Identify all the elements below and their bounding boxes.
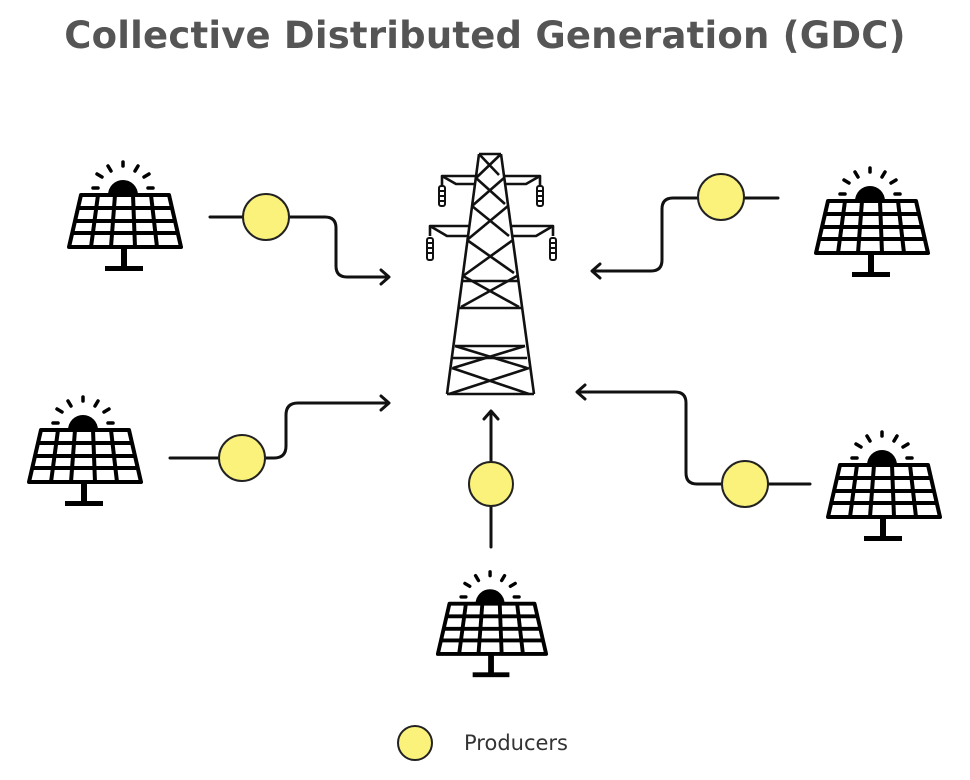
arrow-head-icon bbox=[575, 383, 587, 401]
producer-node-mid-right bbox=[721, 460, 769, 508]
solar-panel-icon bbox=[67, 160, 183, 272]
arrow-head-icon bbox=[482, 409, 500, 421]
solar-panel-icon bbox=[814, 166, 930, 278]
legend-label-producers: Producers bbox=[464, 731, 568, 755]
solar-panel-icon bbox=[27, 395, 143, 507]
flow-line-mid-right bbox=[576, 390, 812, 486]
diagram-title: Collective Distributed Generation (GDC) bbox=[64, 14, 906, 57]
producer-node-top-right bbox=[697, 173, 745, 221]
flow-line-mid-left bbox=[168, 401, 390, 460]
arrow-head-icon bbox=[379, 394, 391, 412]
legend-producer-symbol bbox=[397, 725, 433, 761]
solar-panel-icon bbox=[435, 569, 549, 680]
flow-line-top-left bbox=[208, 215, 390, 279]
solar-panel-icon bbox=[826, 430, 942, 542]
transmission-tower-icon bbox=[428, 152, 555, 396]
flow-line-top-right bbox=[591, 196, 780, 273]
arrow-head-icon bbox=[590, 262, 602, 280]
producer-node-bottom bbox=[468, 461, 514, 507]
producer-node-top-left bbox=[242, 193, 290, 241]
arrow-head-icon bbox=[379, 268, 391, 286]
producer-node-mid-left bbox=[218, 434, 266, 482]
insulator-icons bbox=[426, 185, 557, 261]
